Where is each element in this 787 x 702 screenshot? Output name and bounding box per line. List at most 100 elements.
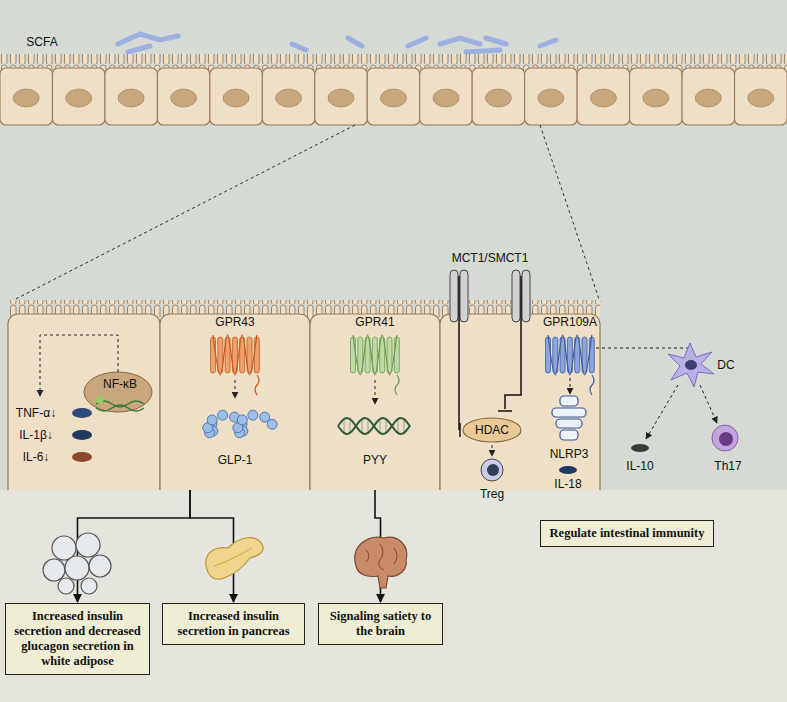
cell1-contents-part xyxy=(72,408,92,418)
molecules-part-part xyxy=(211,337,216,373)
adipose-icon xyxy=(43,533,111,594)
molecules-part-part xyxy=(395,375,399,395)
epithelium-part xyxy=(223,89,249,107)
adipose-icon-part xyxy=(76,533,100,557)
molecules-part-part xyxy=(589,337,594,373)
molecules-part-part xyxy=(351,337,356,373)
lower-ground xyxy=(0,490,787,702)
epithelium-part xyxy=(538,89,564,107)
flow-arrow xyxy=(190,490,234,602)
immune-paths-part xyxy=(646,385,678,439)
molecules-part-part xyxy=(548,335,592,375)
adipose-icon-part xyxy=(89,555,111,577)
molecules-part xyxy=(344,419,345,433)
enlarged-cells xyxy=(8,314,600,514)
immune-paths-part xyxy=(700,385,717,423)
molecules-part xyxy=(375,380,376,404)
dendritic-cell xyxy=(668,343,714,387)
enlarged-cells-part xyxy=(8,314,160,514)
adipose-icon-part xyxy=(43,559,65,581)
zoom-lines-part xyxy=(540,125,600,302)
scfa-molecules-part xyxy=(348,38,362,46)
pancreas-icon-part xyxy=(206,538,263,580)
epithelium-part xyxy=(0,68,52,125)
molecules-part xyxy=(546,335,595,395)
cell-label: Th17 xyxy=(714,459,741,473)
node-label: GPR41 xyxy=(310,315,440,329)
molecules-part xyxy=(362,419,363,433)
th17-cell xyxy=(712,425,738,451)
molecules-part xyxy=(404,419,405,433)
node-label: PYY xyxy=(310,453,440,467)
outcome-box: Increased insulin secretion in pancreas xyxy=(162,603,305,645)
molecules-part xyxy=(267,419,277,429)
adipose-icon-part xyxy=(65,556,89,580)
molecules-part-part xyxy=(255,375,259,395)
immune-paths-part xyxy=(492,445,493,456)
inhibition-lines-part xyxy=(459,423,461,437)
inhibition-lines-part xyxy=(498,410,512,412)
nlrp3-complex-part xyxy=(560,430,578,440)
cell1-contents-part xyxy=(84,372,152,412)
node-label: GPR43 xyxy=(160,315,310,329)
epithelium-part xyxy=(262,68,314,125)
molecules-part-part xyxy=(546,337,551,373)
molecules-part xyxy=(386,419,387,433)
scfa-molecules xyxy=(118,34,556,52)
brain-icon-part xyxy=(355,537,407,588)
brain-icon-part xyxy=(366,544,397,570)
th17-cell-part xyxy=(719,432,733,446)
inhibition-lines-part xyxy=(505,276,521,409)
epithelium-part xyxy=(577,68,629,125)
molecules-part xyxy=(207,415,217,425)
molecules-part xyxy=(237,415,247,425)
epithelium-part xyxy=(315,68,367,125)
epithelium-part xyxy=(748,89,774,107)
receptor-label: GPR109A xyxy=(543,315,597,329)
cell-label: Treg xyxy=(480,487,504,501)
box-text: Increased insulin secretion in pancreas xyxy=(169,609,298,639)
ellipse-shape xyxy=(463,418,521,442)
enzyme-ellipse: HDAC xyxy=(462,417,522,443)
nlrp3-complex xyxy=(552,396,586,440)
epithelium-part xyxy=(433,89,459,107)
epithelium-part xyxy=(367,68,419,125)
epithelium-part xyxy=(695,89,721,107)
epithelium-part xyxy=(735,68,787,125)
cytokine-label: IL-18 xyxy=(554,477,581,491)
epithelium-part xyxy=(276,89,302,107)
molecules-part xyxy=(398,419,399,433)
cell1-contents-part xyxy=(72,430,92,440)
scfa-molecules-part xyxy=(292,44,306,50)
scfa-molecules-part xyxy=(408,38,426,46)
molecules-part xyxy=(350,419,351,433)
enlarged-cells-part xyxy=(310,314,440,514)
epithelium-part xyxy=(643,89,669,107)
inhibition-lines xyxy=(459,276,521,437)
epithelium xyxy=(0,68,787,125)
immune-paths-part xyxy=(570,378,571,394)
epithelium-part xyxy=(381,89,407,107)
cell1-contents-part xyxy=(97,397,104,404)
scfa-molecules-part xyxy=(486,38,506,44)
molecule-label: SCFA xyxy=(26,35,57,49)
transporters-part xyxy=(460,270,468,322)
node-label: GLP-1 xyxy=(160,453,310,467)
cytokine-label: TNF-α↓ xyxy=(16,406,56,420)
inflammasome-label: NLRP3 xyxy=(550,447,589,461)
molecules-part xyxy=(338,418,410,434)
nlrp3-complex-part xyxy=(560,396,578,406)
transporters-part xyxy=(450,270,458,322)
epithelium-part xyxy=(171,89,197,107)
transporters-part xyxy=(522,270,530,322)
scfa-molecules-part xyxy=(118,34,178,44)
epithelium-part xyxy=(485,89,511,107)
transporter-label: MCT1/SMCT1 xyxy=(452,251,529,265)
immune-paths xyxy=(492,343,717,456)
cell1-contents-part xyxy=(96,401,144,407)
outcome-box: Regulate intestinal immunity xyxy=(540,520,714,547)
outcome-box: Increased insulin secretion and decrease… xyxy=(5,603,150,675)
epithelium-part xyxy=(210,68,262,125)
treg-cell-part xyxy=(481,459,503,481)
